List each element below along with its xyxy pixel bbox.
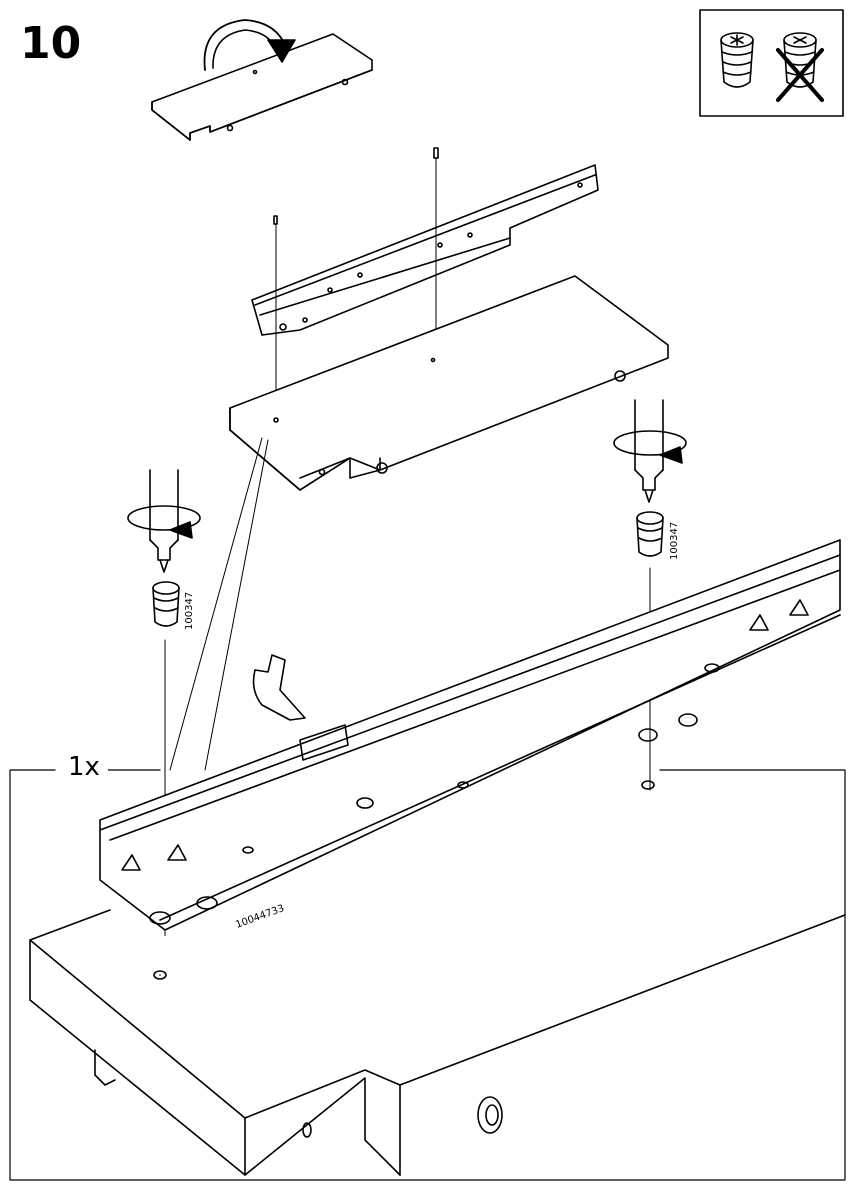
screw-icon	[153, 582, 179, 626]
quantity-label: 1x	[60, 752, 108, 782]
screw-icon	[274, 148, 438, 224]
slide-rail-main	[100, 540, 840, 930]
screwdriver-icon	[150, 470, 178, 572]
part-number-screw-right: 100347	[669, 522, 680, 560]
screw-comparison-box	[700, 10, 843, 116]
hand-pointer-icon	[254, 655, 305, 720]
screw-icon	[637, 512, 663, 556]
part-number-rail: 10044733	[234, 903, 286, 931]
rotate-arrow-icon	[614, 431, 686, 463]
rotate-arrow-icon	[128, 506, 200, 538]
screwdriver-icon	[635, 400, 663, 502]
rotate-arrow-icon	[205, 20, 296, 70]
part-number-screw-left: 100347	[184, 592, 195, 630]
